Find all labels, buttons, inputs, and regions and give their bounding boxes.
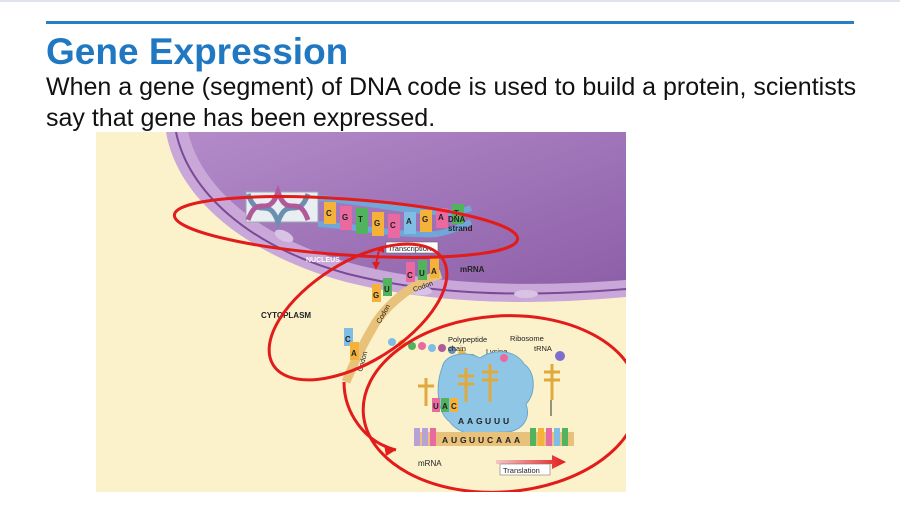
polypeptide-chain [388,338,476,362]
trna-label: tRNA [534,344,552,353]
ribosome-anticodon-4: U [485,416,491,426]
transcription-label: Transcription [388,244,431,253]
anticodon-base-3: C [451,402,457,411]
cytoplasm-label: CYTOPLASM [261,311,311,320]
mrna-highlight-ellipse [267,242,449,382]
title-rule [46,21,854,24]
ribosome-mrna-base-3: G [460,435,467,445]
mrna-mid-base-2: U [384,285,390,294]
mrna-top-label: mRNA [460,265,485,274]
slide-title: Gene Expression [46,31,349,72]
top-border [0,0,900,2]
mrna-strand [341,269,443,384]
dna-base-5: C [390,221,396,230]
ribosome-mrna-bars [414,428,568,446]
ribosome-body [437,351,534,437]
mrna-bases-top [406,258,439,282]
slide-body-text: When a gene (segment) of DNA code is use… [46,73,857,132]
ribosome-mrna-base-8: A [505,435,511,445]
translation-arrow [496,455,566,469]
ribosome-mrna-base-1: A [442,435,448,445]
ribosome-anticodon-5: U [494,416,500,426]
dna-strand-label-1: DNA [448,215,466,224]
mrna-low-base-2: A [351,349,357,358]
dna-base-6: A [406,217,412,226]
dna-strand-label-2: strand [448,224,473,233]
dna-highlight-ellipse [172,195,520,259]
ribosome-mrna-base-6: C [487,435,493,445]
ribosome-anticodon-2: A [467,416,473,426]
mrna-mid-base-1: G [373,291,379,300]
polypeptide-label-2: chain [448,344,466,353]
mrna-bottom-label: mRNA [418,459,442,468]
ribosome-anticodon-1: A [458,416,464,426]
mrna-bases-mid [372,278,392,302]
dna-base-4: G [374,219,380,228]
ribosome-anticodon-6: U [503,416,509,426]
mrna-top-base-2: U [419,269,425,278]
ribosome-mrna-base-9: A [514,435,520,445]
mrna-top-base-1: C [407,271,413,280]
anticodon-base-1: U [433,402,439,411]
ribosome-mrna-base-5: U [478,435,484,445]
dna-base-3: T [358,215,363,224]
ribosome-mrna-base-7: A [496,435,502,445]
mrna-low-base-1: C [345,335,351,344]
ribosome-mrna-base-4: U [469,435,475,445]
mrna-bases-low [344,328,359,360]
polypeptide-label-1: Polypeptide [448,335,487,344]
free-trna [418,378,458,412]
anticodon-base-2: A [442,402,448,411]
ribosome-label: Ribosome [510,334,544,343]
dna-base-7: G [422,215,428,224]
dna-base-2: G [342,213,348,222]
translation-label: Translation [503,466,540,475]
red-transcription-arrow [375,249,380,265]
nucleus-label: NUCLEUS [306,257,340,264]
mrna-top-base-3: A [431,267,437,276]
ribosome-highlight-ellipse [361,314,626,492]
dna-base-1: C [326,209,332,218]
ribosome-anticodon-3: G [476,416,483,426]
gene-expression-diagram: C G T G C A G A T DNA strand Transcripti… [96,132,626,492]
dna-base-8: A [438,213,444,222]
ribosome-mrna-base-2: U [451,435,457,445]
